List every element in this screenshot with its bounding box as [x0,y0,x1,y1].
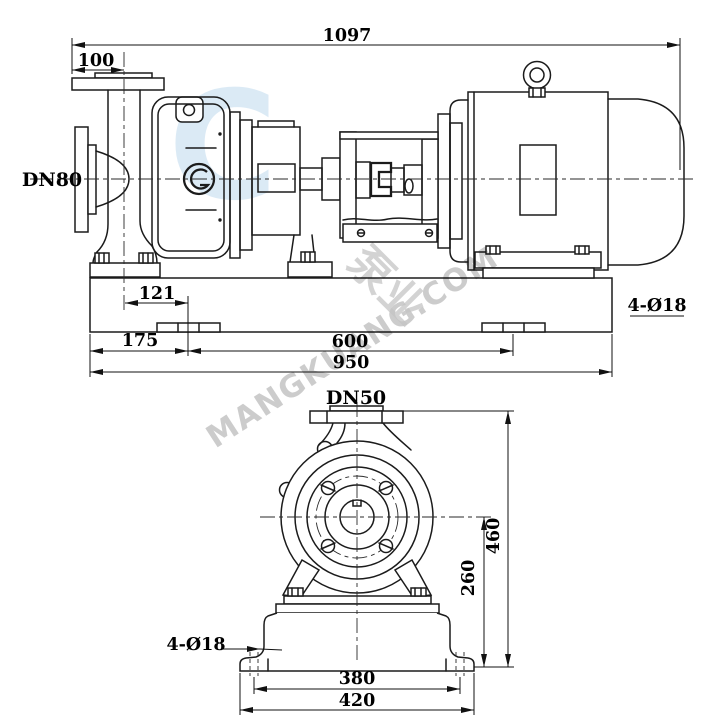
front-discharge-flange [309,405,412,451]
dim-base-width: 420 [339,691,376,711]
pump [71,72,333,278]
dim-suction-cl-to-foot: 121 [139,284,176,304]
coupling-assembly [299,131,439,243]
lifting-eye [522,60,552,98]
motor-nameplate [519,144,557,216]
discharge-nozzle [71,72,165,253]
pump-foot [89,245,161,278]
dim-overall-height: 460 [484,518,504,555]
dim-base-holes-front: 4-Ø18 [166,635,225,655]
watermark-logo-letter: C [168,60,278,234]
dim-centerline-height: 260 [459,560,479,597]
dim-base-edge-to-foot: 175 [122,331,159,351]
front-view-dimensions: DN50 460 260 4-Ø18 380 420 [166,387,514,715]
side-view: 1097 100 DN80 121 175 600 950 4-Ø18 [22,26,696,377]
motor-body [467,91,609,271]
bearing-frame [251,120,333,278]
label-discharge-flange: DN50 [326,387,386,409]
suction-flange [74,126,130,233]
motor-drive-end [449,99,469,263]
dim-base-length: 950 [333,353,370,373]
flange-bolts [320,480,394,554]
dim-foot-spacing: 600 [332,332,369,352]
dim-base-holes-side: 4-Ø18 [627,296,686,316]
motor-rear-cap [607,98,685,266]
motor-feet [474,245,602,279]
front-view: DN50 460 260 4-Ø18 380 420 [166,387,514,715]
side-view-dimensions: 1097 100 DN80 121 175 600 950 4-Ø18 [22,26,687,377]
dim-bolt-hole-spacing: 380 [339,669,376,689]
support-legs [275,558,440,614]
jaw-coupling [355,161,423,199]
dim-discharge-offset: 100 [78,51,115,71]
dim-overall-length: 1097 [323,26,372,46]
label-suction-flange: DN80 [22,169,82,191]
motor [437,60,685,279]
pedestal [239,612,475,676]
